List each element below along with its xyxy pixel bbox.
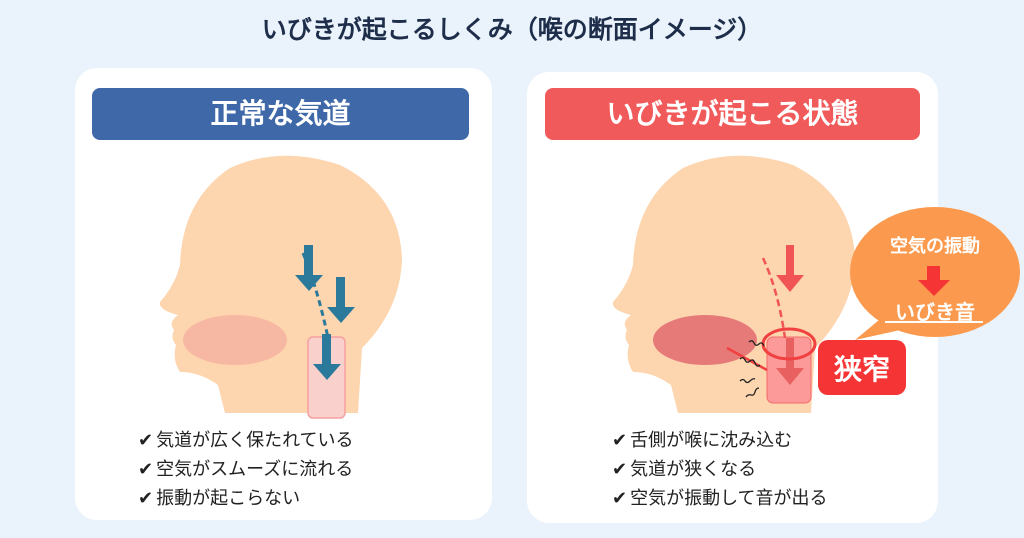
vibration-marks	[739, 340, 765, 398]
bubble-snore-text: いびき音	[895, 300, 975, 324]
snoring-head-diagram	[612, 155, 855, 413]
narrow-label: 狭窄	[833, 353, 890, 386]
list-item: 気道が狭くなる	[612, 455, 828, 484]
list-item: 気道が広く保たれている	[138, 426, 353, 455]
list-item: 空気が振動して音が出る	[612, 484, 827, 513]
bubble-vibration-text: 空気の振動	[890, 236, 980, 257]
list-item: 舌側が喉に沈み込む	[612, 426, 828, 455]
airflow-arrows	[776, 245, 804, 385]
down-arrow-icon	[918, 266, 950, 296]
list-item: 振動が起こらない	[138, 484, 354, 513]
narrow-badge-bg	[818, 340, 906, 395]
page-title: いびきが起こるしくみ（喉の断面イメージ）	[261, 15, 763, 44]
snoring-heading: いびきが起こる状態	[545, 88, 920, 140]
list-item: 空気がスムーズに流れる	[138, 455, 354, 484]
speech-bubble	[850, 207, 1020, 340]
normal-points: 気道が広く保たれている 空気がスムーズに流れる 振動が起こらない	[138, 426, 354, 513]
normal-head-diagram	[159, 155, 402, 419]
normal-heading: 正常な気道	[92, 88, 469, 140]
airflow-arrows	[295, 245, 355, 380]
snoring-points: 舌側が喉に沈み込む 気道が狭くなる 空気が振動して音が出る	[612, 426, 828, 513]
